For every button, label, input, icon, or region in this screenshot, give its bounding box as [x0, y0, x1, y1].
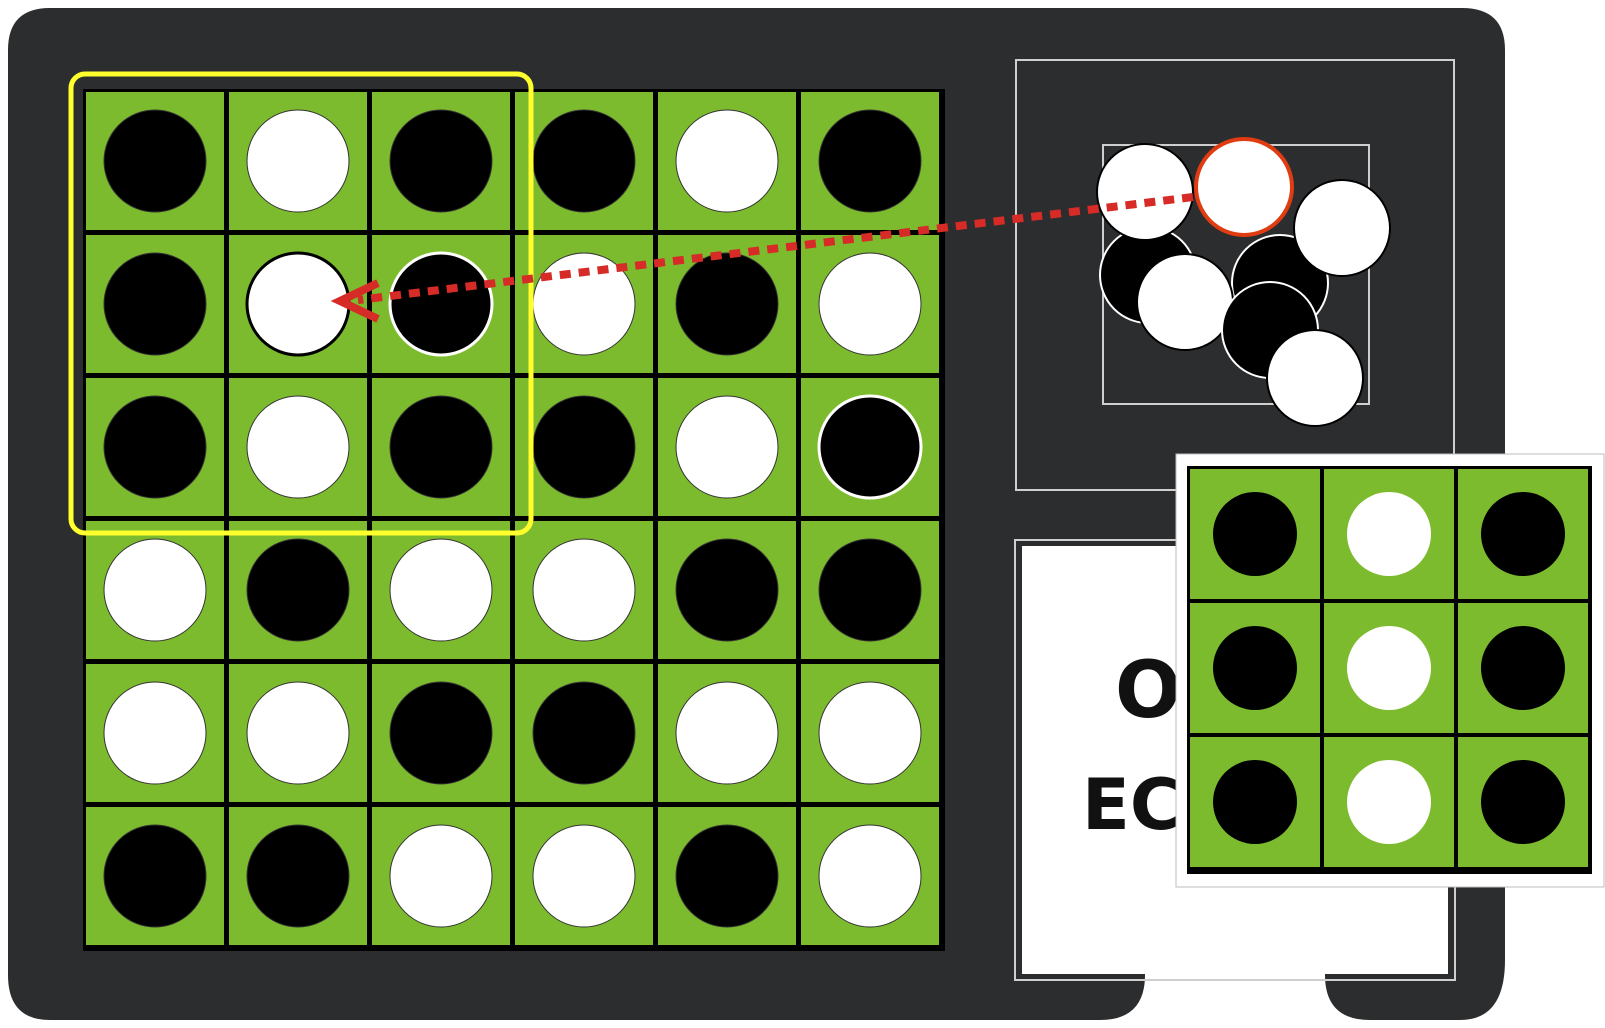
white-piece[interactable] — [819, 682, 921, 784]
reserve-white-piece[interactable] — [1097, 144, 1193, 240]
board-cell[interactable] — [801, 378, 939, 516]
white-piece[interactable] — [247, 396, 349, 498]
board-cell[interactable] — [515, 92, 653, 230]
white-piece[interactable] — [533, 539, 635, 641]
selected-reserve-piece[interactable] — [1196, 139, 1292, 235]
white-piece[interactable] — [819, 253, 921, 355]
board-cell[interactable] — [372, 664, 510, 802]
white-piece[interactable] — [676, 396, 778, 498]
board-cell[interactable] — [372, 235, 510, 373]
board-cell[interactable] — [229, 807, 367, 945]
board-cell[interactable] — [515, 235, 653, 373]
white-piece[interactable] — [390, 539, 492, 641]
black-piece[interactable] — [390, 253, 492, 355]
game-board — [83, 89, 945, 951]
black-piece[interactable] — [676, 253, 778, 355]
board-cell[interactable] — [801, 92, 939, 230]
board-cell[interactable] — [801, 521, 939, 659]
board-cell[interactable] — [86, 92, 224, 230]
board-cell[interactable] — [86, 664, 224, 802]
black-piece[interactable] — [819, 110, 921, 212]
black-piece[interactable] — [390, 396, 492, 498]
board-cell[interactable] — [86, 521, 224, 659]
board-cell[interactable] — [515, 521, 653, 659]
card-title-letter: O — [1115, 646, 1181, 736]
white-piece[interactable] — [247, 110, 349, 212]
white-piece[interactable] — [676, 682, 778, 784]
board-cell[interactable] — [372, 92, 510, 230]
white-piece[interactable] — [676, 110, 778, 212]
white-piece[interactable] — [104, 682, 206, 784]
board-cell[interactable] — [658, 807, 796, 945]
black-piece[interactable] — [104, 396, 206, 498]
board-cell[interactable] — [515, 807, 653, 945]
white-piece[interactable] — [247, 682, 349, 784]
white-piece[interactable] — [819, 825, 921, 927]
board-cell[interactable] — [372, 378, 510, 516]
target-white-piece — [1347, 626, 1431, 710]
black-piece[interactable] — [104, 110, 206, 212]
board-cell[interactable] — [658, 378, 796, 516]
target-black-piece — [1213, 492, 1297, 576]
board-cell[interactable] — [515, 378, 653, 516]
reserve-white-piece[interactable] — [1137, 254, 1233, 350]
black-piece[interactable] — [533, 110, 635, 212]
black-piece[interactable] — [104, 253, 206, 355]
board-cell[interactable] — [372, 807, 510, 945]
board-cell[interactable] — [86, 807, 224, 945]
black-piece[interactable] — [247, 825, 349, 927]
board-cell[interactable] — [658, 664, 796, 802]
black-piece[interactable] — [247, 539, 349, 641]
white-piece[interactable] — [247, 253, 349, 355]
board-cell[interactable] — [658, 521, 796, 659]
target-black-piece — [1481, 492, 1565, 576]
target-white-piece — [1347, 760, 1431, 844]
board-cell[interactable] — [515, 664, 653, 802]
board-cell[interactable] — [658, 92, 796, 230]
board-cell[interactable] — [229, 664, 367, 802]
card-subtitle-letters: EC — [1082, 764, 1181, 846]
target-white-piece — [1347, 492, 1431, 576]
board-cell[interactable] — [86, 378, 224, 516]
target-black-piece — [1213, 760, 1297, 844]
white-piece[interactable] — [104, 539, 206, 641]
board-cell[interactable] — [229, 521, 367, 659]
target-black-piece — [1213, 626, 1297, 710]
white-piece[interactable] — [390, 825, 492, 927]
target-black-piece — [1481, 760, 1565, 844]
board-cell[interactable] — [372, 521, 510, 659]
black-piece[interactable] — [676, 539, 778, 641]
target-black-piece — [1481, 626, 1565, 710]
black-piece[interactable] — [533, 396, 635, 498]
board-cell[interactable] — [658, 235, 796, 373]
board-cell[interactable] — [229, 92, 367, 230]
black-piece[interactable] — [533, 682, 635, 784]
black-piece[interactable] — [390, 110, 492, 212]
board-cell[interactable] — [801, 235, 939, 373]
black-piece[interactable] — [676, 825, 778, 927]
reserve-white-piece[interactable] — [1294, 180, 1390, 276]
black-piece[interactable] — [819, 539, 921, 641]
target-pattern-card — [1176, 454, 1604, 887]
black-piece[interactable] — [390, 682, 492, 784]
board-cell[interactable] — [86, 235, 224, 373]
black-piece[interactable] — [819, 396, 921, 498]
reserve-white-piece[interactable] — [1267, 330, 1363, 426]
black-piece[interactable] — [104, 825, 206, 927]
white-piece[interactable] — [533, 825, 635, 927]
board-cell[interactable] — [801, 807, 939, 945]
board-cell[interactable] — [229, 378, 367, 516]
board-cell[interactable] — [801, 664, 939, 802]
